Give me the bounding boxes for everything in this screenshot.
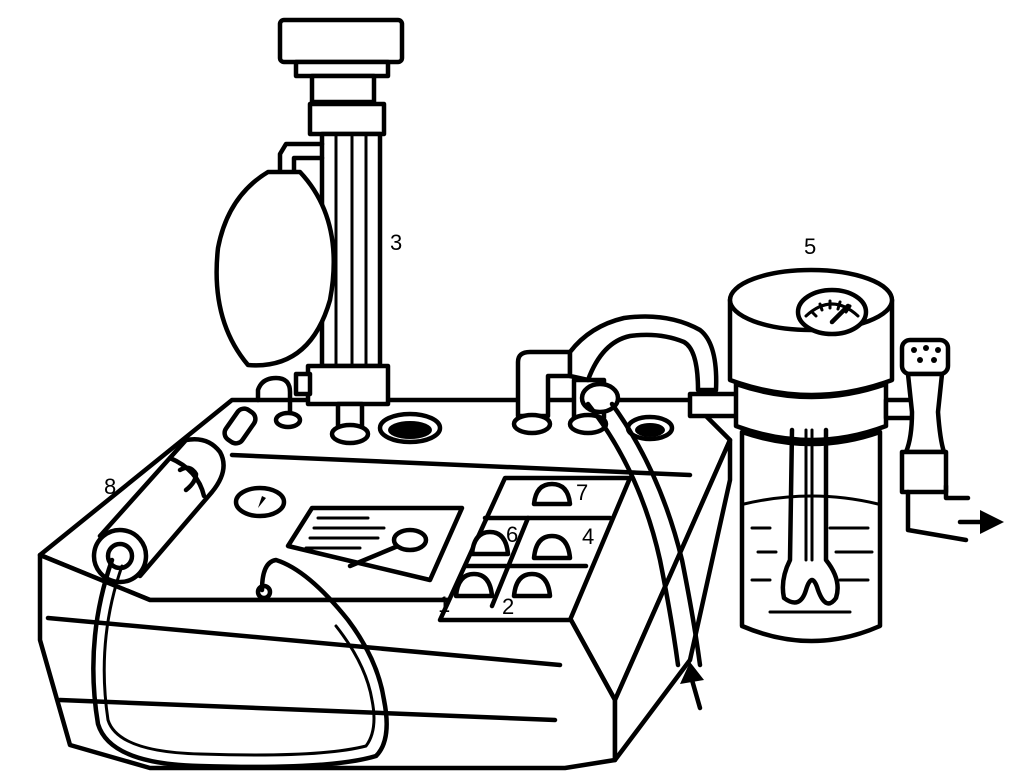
humidifier-dip-tube — [780, 427, 840, 606]
label-5: 5 — [804, 234, 816, 259]
hose-right-edge — [609, 401, 703, 668]
port-open-2-hole — [635, 423, 665, 437]
base-front-band — [45, 615, 563, 668]
cable-cylinder — [91, 557, 389, 770]
pipe-riser-left — [515, 349, 573, 419]
flowmeter-column — [277, 17, 405, 444]
flowmeter-head — [307, 101, 387, 137]
gauge-needle — [829, 303, 851, 325]
button-4 — [531, 533, 573, 561]
gauge-bezel — [795, 287, 869, 337]
pipe-riser-left-port — [511, 412, 553, 436]
bag-body — [214, 169, 336, 368]
outlet-arrow-head — [980, 510, 1004, 534]
instruction-text-lines — [304, 516, 386, 550]
port-flowmeter — [329, 422, 371, 446]
slot-switch — [222, 406, 258, 446]
port-open-1-hole — [388, 421, 432, 439]
label-3: 3 — [390, 230, 402, 255]
pipe-arch — [567, 314, 719, 393]
label-4: 4 — [582, 524, 594, 549]
button-panel-divider-3 — [489, 515, 531, 609]
button-1 — [453, 571, 495, 599]
water-ripples — [750, 526, 874, 614]
outlet-line-upper — [943, 483, 971, 501]
label-1: 1 — [438, 592, 450, 617]
outlet-assembly — [883, 337, 1004, 543]
cylinder-band — [167, 455, 207, 499]
bag-connector-inner — [291, 155, 325, 175]
label-7: 7 — [576, 480, 588, 505]
base-bottom-band — [57, 697, 558, 723]
label-6: 6 — [506, 522, 518, 547]
control-panel — [233, 475, 633, 623]
cable-cylinder-inner — [102, 564, 376, 757]
humidifier-collar — [733, 381, 889, 443]
flowmeter-cap-neck — [309, 73, 377, 105]
curved-inlet-pipe — [255, 375, 293, 417]
inlet-hose — [579, 381, 704, 711]
flowmeter-valve-block — [305, 363, 391, 407]
button-7 — [531, 481, 573, 507]
humidifier-dip-tube-inner — [804, 428, 814, 562]
lever-knob — [391, 527, 429, 553]
lever-arm — [347, 543, 401, 569]
label-8: 8 — [104, 474, 116, 499]
base-right-face — [612, 437, 733, 763]
humidifier — [727, 267, 895, 644]
cylinder-hook — [177, 465, 199, 493]
bag-connector — [277, 141, 325, 175]
outlet-line-lower — [905, 489, 969, 543]
curved-inlet-port — [273, 410, 303, 430]
inlet-arrow-head — [680, 662, 704, 684]
flowmeter-cap-top — [277, 17, 405, 65]
flowmeter-valve-knob — [293, 371, 313, 397]
pressure-gauge-needle — [258, 496, 266, 508]
safety-valve-cap — [899, 337, 951, 377]
base-rear-groove — [229, 452, 693, 478]
outlet-down-pipe — [899, 449, 949, 495]
button-2 — [511, 571, 553, 599]
safety-valve-body — [903, 371, 947, 455]
breathing-bag — [214, 141, 336, 368]
label-2: 2 — [502, 594, 514, 619]
inlet-arrow-shaft — [689, 677, 703, 711]
instruction-plate — [285, 505, 465, 583]
button-6 — [469, 529, 511, 557]
hose-left-edge — [585, 401, 681, 668]
